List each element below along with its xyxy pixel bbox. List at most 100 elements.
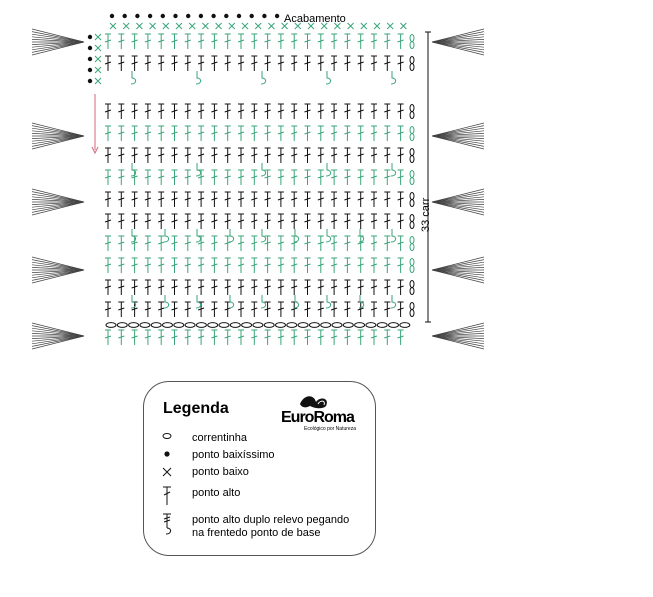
chain-turn — [409, 34, 415, 42]
row-bracket — [425, 31, 431, 323]
dc-stitch — [291, 147, 298, 163]
pattern-arrow — [431, 41, 485, 48]
dc-stitch — [118, 213, 125, 229]
foundation-chain — [128, 322, 140, 328]
pattern-arrow — [31, 269, 85, 276]
dc-stitch — [264, 301, 271, 317]
dc-stitch — [211, 329, 218, 345]
dc-stitch — [171, 147, 178, 163]
dc-stitch — [211, 191, 218, 207]
pattern-arrow — [431, 135, 485, 147]
slip-stitch — [135, 13, 140, 19]
dc-stitch — [397, 301, 404, 317]
front-post-stitch — [260, 295, 267, 309]
dc-stitch — [104, 301, 112, 317]
dc-stitch — [357, 235, 364, 251]
dc-stitch — [158, 125, 165, 141]
pattern-arrow — [431, 199, 485, 203]
pattern-arrow — [31, 335, 85, 339]
dc-stitch — [357, 55, 364, 71]
foundation-chain — [263, 322, 275, 328]
dc-stitch — [304, 103, 311, 119]
dc-stitch — [370, 103, 378, 119]
dc-stitch — [211, 213, 218, 229]
dc-stitch — [224, 147, 231, 163]
dc-stitch — [330, 279, 338, 295]
dc-stitch — [197, 103, 205, 119]
chain-turn — [409, 302, 415, 310]
front-post-stitch — [195, 71, 202, 85]
dc-stitch — [171, 301, 178, 317]
dc-stitch — [344, 257, 351, 273]
pattern-arrow — [31, 122, 85, 137]
dc-stitch — [264, 169, 271, 185]
dc-stitch — [384, 55, 391, 71]
dc-stitch — [104, 213, 112, 229]
pattern-arrow — [31, 191, 85, 203]
dc-stitch — [317, 55, 324, 71]
dc-stitch — [251, 103, 258, 119]
foundation-chain — [320, 322, 332, 328]
sc-stitch — [228, 22, 236, 30]
slip-stitch — [122, 13, 127, 19]
chain-turn — [409, 133, 415, 141]
dc-stitch — [330, 213, 338, 229]
dc-stitch — [344, 301, 351, 317]
dc-stitch — [104, 191, 112, 207]
slip-stitch — [274, 13, 280, 19]
foundation-chain — [286, 322, 298, 328]
slip-stitch — [160, 13, 165, 19]
dc-stitch — [118, 235, 125, 251]
pattern-arrow — [431, 31, 485, 43]
sc-stitch — [215, 22, 222, 30]
slip-stitch — [87, 67, 93, 73]
dc-stitch — [118, 125, 125, 141]
sc-stitch — [94, 33, 102, 41]
dc-stitch — [277, 279, 285, 295]
foundation-chain — [116, 322, 128, 328]
front-post-stitch — [130, 71, 137, 85]
pattern-arrow — [31, 135, 85, 150]
dc-stitch — [330, 191, 338, 207]
pattern-arrow — [431, 135, 485, 139]
foundation-chain — [139, 322, 151, 328]
dc-stitch — [237, 125, 245, 141]
foundation-chain — [308, 322, 320, 328]
dc-stitch — [264, 235, 271, 251]
chain-turn — [409, 111, 415, 119]
dc-stitch — [357, 147, 364, 163]
dc-stitch — [304, 169, 311, 185]
dc-stitch — [344, 279, 351, 295]
dc-stitch — [344, 147, 351, 163]
sc-stitch — [360, 22, 368, 30]
dc-stitch — [251, 329, 258, 345]
foundation-chain — [195, 322, 207, 328]
dc-stitch — [291, 329, 298, 345]
dc-stitch — [317, 33, 324, 49]
foundation-chain — [376, 322, 388, 328]
dc-stitch — [344, 329, 351, 345]
dc-stitch — [131, 55, 138, 71]
brand-name: EuroRoma — [281, 409, 355, 426]
dc-stitch — [304, 279, 311, 295]
pattern-arrow — [31, 256, 85, 271]
pattern-arrow — [31, 330, 85, 337]
pattern-arrow — [431, 193, 485, 203]
pattern-arrow — [431, 256, 485, 271]
dc-stitch — [184, 169, 191, 185]
pattern-arrow — [31, 201, 85, 208]
dc-stitch — [344, 103, 351, 119]
dc-stitch — [304, 235, 311, 251]
dc-stitch — [397, 235, 404, 251]
pattern-arrow — [431, 130, 485, 137]
dc-stitch — [277, 33, 285, 49]
pattern-arrow — [31, 269, 85, 273]
dc-stitch — [264, 257, 271, 273]
pattern-arrow — [431, 135, 485, 142]
dc-stitch — [171, 235, 178, 251]
brand-logo-icon — [300, 396, 327, 409]
pattern-arrow — [431, 335, 485, 342]
pattern-arrow — [431, 269, 485, 276]
pattern-arrow — [431, 269, 485, 281]
dc-stitch — [384, 279, 391, 295]
